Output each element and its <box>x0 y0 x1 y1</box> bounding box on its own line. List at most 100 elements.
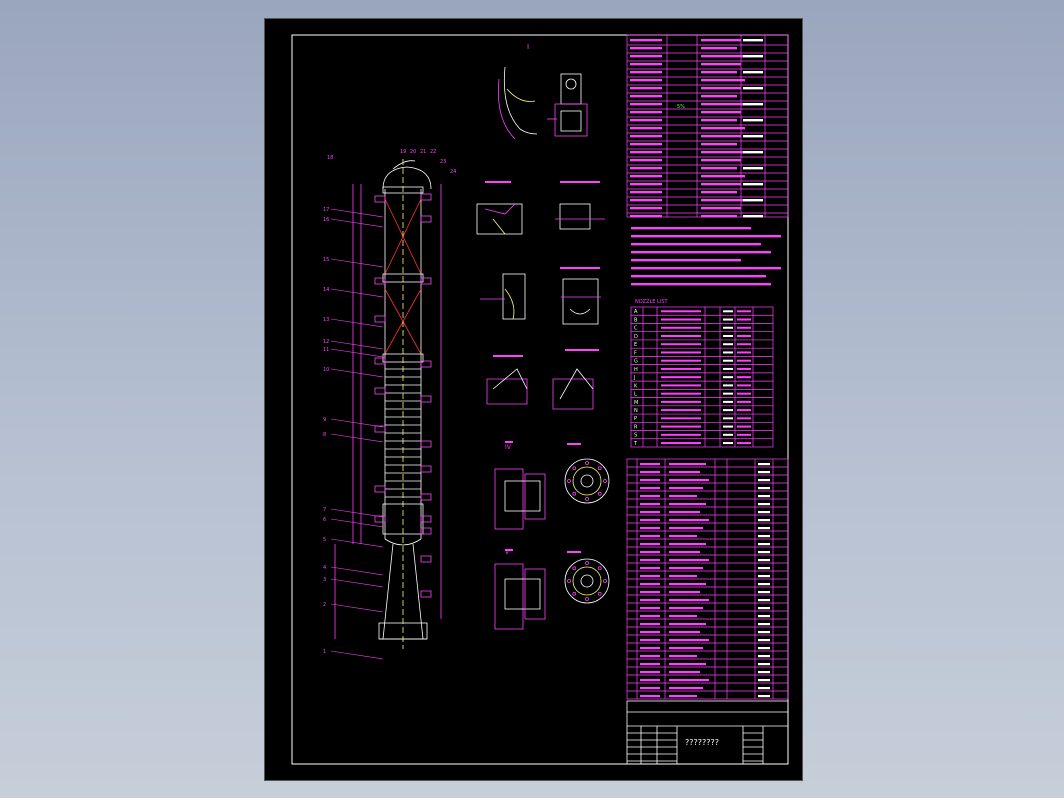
balloon-label: 24 <box>450 169 456 175</box>
cell-text <box>669 567 703 570</box>
balloon-label: 9 <box>323 417 326 423</box>
balloon-label: 20 <box>410 149 416 155</box>
cell-text <box>640 583 660 586</box>
balloon-label: 18 <box>327 155 333 161</box>
cell-text <box>723 351 733 354</box>
cell-text <box>661 417 701 420</box>
note-line <box>631 267 781 270</box>
cell-text <box>669 471 700 474</box>
cell-text <box>723 425 733 428</box>
nozzle-mark: D <box>634 334 638 340</box>
cell-text <box>758 631 770 634</box>
cell-text <box>640 471 660 474</box>
cell-text <box>640 463 660 466</box>
cell-text <box>640 695 660 698</box>
cell-text <box>723 310 733 313</box>
cell-text <box>661 442 701 445</box>
caption-text <box>493 355 523 357</box>
cell-text <box>737 425 751 428</box>
cell-text <box>758 663 770 666</box>
cell-text <box>758 543 770 546</box>
cell-text <box>669 575 697 578</box>
nozzle-mark: B <box>634 317 638 323</box>
nozzle-mark: R <box>634 424 638 430</box>
cell-text <box>701 95 737 98</box>
cell-text <box>640 519 660 522</box>
cell-text <box>758 615 770 618</box>
cell-text <box>758 535 770 538</box>
cell-text <box>758 527 770 530</box>
balloon-label: 13 <box>323 317 329 323</box>
cell-text <box>661 384 701 387</box>
bolt-hole <box>585 561 589 565</box>
cell-text <box>723 367 733 370</box>
cell-text <box>669 487 703 490</box>
cell-text <box>669 615 697 618</box>
cell-text <box>640 487 660 490</box>
cell-text <box>630 151 662 154</box>
cell-text <box>758 679 770 682</box>
tower-elevation <box>334 159 442 649</box>
nozzle-mark: H <box>634 367 638 373</box>
bolt-hole <box>572 591 577 596</box>
cell-text <box>630 127 662 130</box>
nozzle-mark: P <box>634 416 637 422</box>
leader-line <box>330 578 384 588</box>
nozzle-mark: F <box>634 350 637 356</box>
cell-text <box>630 167 662 170</box>
technical-notes <box>631 227 781 286</box>
cell-text <box>661 326 701 329</box>
cell-text <box>640 631 660 634</box>
cell-text <box>701 119 737 122</box>
cell-text <box>630 183 662 186</box>
bolt-hole <box>572 466 577 471</box>
cell-text <box>743 55 763 58</box>
cell-text <box>669 663 706 666</box>
bolt-hole <box>585 497 589 501</box>
cell-text <box>640 671 660 674</box>
cell-text <box>758 495 770 498</box>
balloon-label: 2 <box>323 602 326 608</box>
caption-text <box>505 549 513 551</box>
nozzle <box>420 515 432 523</box>
cell-text <box>669 695 697 698</box>
note-line <box>631 275 766 278</box>
cell-text <box>743 167 763 170</box>
cell-text <box>630 47 662 50</box>
cell-text <box>758 655 770 658</box>
cell-text <box>758 599 770 602</box>
caption-text <box>565 349 599 351</box>
cell-text <box>701 135 741 138</box>
nozzle <box>420 193 432 201</box>
cell-text <box>640 655 660 658</box>
cell-text <box>758 639 770 642</box>
leader-line <box>330 258 384 268</box>
cell-text <box>630 215 662 218</box>
leader-line <box>330 208 384 218</box>
nozzle-mark: C <box>634 326 638 332</box>
leader-line <box>330 288 384 298</box>
nozzle-mark: N <box>634 408 638 414</box>
bolt-hole <box>585 597 589 601</box>
balloon-label: 5 <box>323 537 326 543</box>
cell-text <box>640 639 660 642</box>
cell-text <box>701 207 741 210</box>
cell-text <box>669 503 706 506</box>
cell-text <box>737 351 751 354</box>
cell-text <box>661 318 701 321</box>
cell-text <box>743 87 763 90</box>
cell-text <box>701 79 745 82</box>
cell-text <box>661 392 701 395</box>
green-value: 5% <box>677 104 685 110</box>
cell-text <box>701 39 741 42</box>
cell-text <box>758 671 770 674</box>
nozzle <box>420 527 432 535</box>
cell-text <box>737 376 751 379</box>
cell-text <box>630 87 662 90</box>
cell-text <box>701 191 737 194</box>
cell-text <box>669 647 703 650</box>
nozzle <box>420 465 432 473</box>
